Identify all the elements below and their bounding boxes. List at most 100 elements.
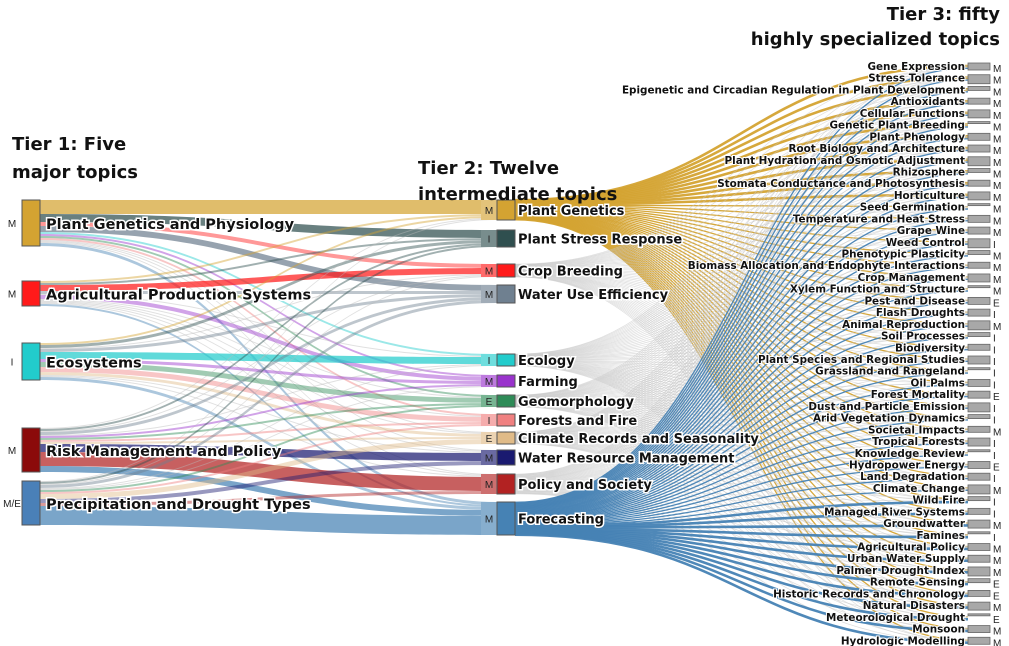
tier2-tag: M [485,290,493,301]
link-policy-and-society-to-tier3 [514,219,969,480]
tier2-header-line2: intermediate topics [418,184,617,205]
tier3-label: Societal Impacts [868,424,965,436]
tier3-label: Pest and Disease [864,295,965,307]
tier1-label: Precipitation and Drought Types [46,497,311,513]
tier2-tag: M [485,267,493,278]
tier1-header-line2: major topics [12,162,138,183]
node-bar [967,613,991,617]
link-agricultural-production-systems-to-forecasting [40,304,497,507]
tier3-label: Historic Records and Chronology [773,588,965,600]
node-bar [967,425,991,433]
node-bar [967,203,991,207]
node-bar [967,285,991,289]
tier3-label: Palmer Drought Index [836,565,965,577]
link-risk-management-and-policy-to-climate-records-and-seasonality [40,437,497,444]
tier3-label: Stress Tolerance [868,73,965,85]
link-climate-records-and-seasonality-to-tier3 [514,443,969,629]
link-climate-records-and-seasonality-to-tier3 [514,440,969,512]
link-forecasting-to-tier3 [514,533,969,644]
link-climate-records-and-seasonality-to-tier3 [514,323,969,438]
link-crop-breeding-to-tier3 [514,274,969,537]
link-agricultural-production-systems-to-water-use-efficiency [40,291,497,294]
tier2-label: Forecasting [518,513,604,528]
tier3-label: Forest Mortality [871,389,965,401]
node-bar [967,121,991,124]
link-ecology-to-tier3 [514,253,969,359]
link-precipitation-and-drought-types-to-water-resource-management [40,461,497,503]
link-plant-genetics-and-physiology-to-forecasting [40,243,497,505]
node-bar [967,191,991,201]
link-agricultural-production-systems-to-geomorphology [40,299,497,398]
link-plant-genetics-and-physiology-to-water-use-efficiency [40,226,497,291]
link-policy-and-society-to-tier3 [514,289,969,483]
